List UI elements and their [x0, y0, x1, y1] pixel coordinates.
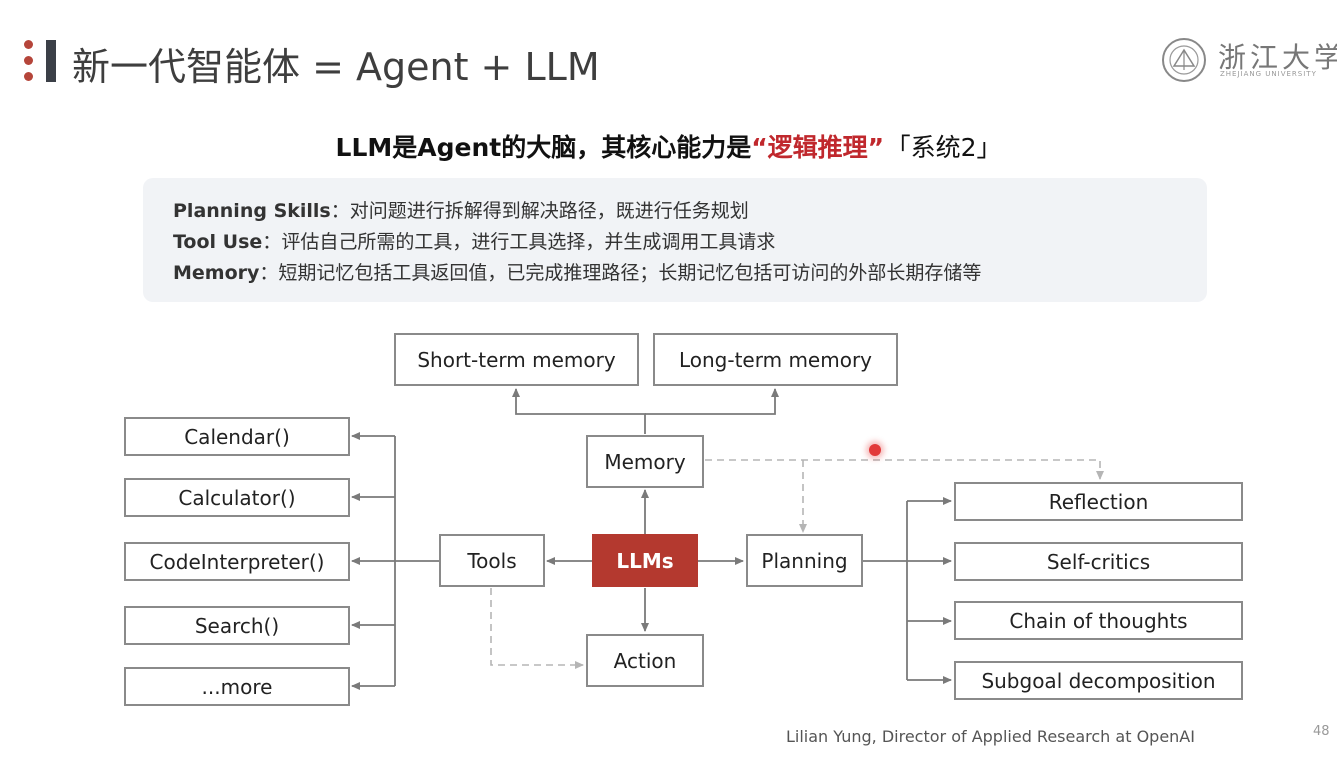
edge-memory-short [512, 388, 646, 434]
header-accent-mark [22, 40, 62, 82]
info-key: Memory [173, 262, 260, 284]
node-plan-reflection: Reflection [954, 482, 1243, 521]
node-tool-search: Search() [124, 606, 350, 645]
subtitle-system: 「系统2」 [898, 133, 1002, 162]
node-plan-chain-of-thoughts: Chain of thoughts [954, 601, 1243, 640]
node-tool-calendar: Calendar() [124, 417, 350, 456]
info-line-memory: Memory：短期记忆包括工具返回值，已完成推理路径；长期记忆包括可访问的外部长… [173, 258, 981, 285]
info-text: 对问题进行拆解得到解决路径，既进行任务规划 [349, 200, 749, 222]
node-short-term-memory: Short-term memory [394, 333, 639, 386]
node-planning: Planning [746, 534, 863, 587]
page-number: 48 [1313, 724, 1330, 739]
node-plan-subgoal: Subgoal decomposition [954, 661, 1243, 700]
node-plan-selfcritics: Self-critics [954, 542, 1243, 581]
logo-text: 浙江大学 [1218, 41, 1337, 74]
node-memory: Memory [586, 435, 704, 488]
info-sep: ： [259, 262, 279, 284]
info-sep: ： [330, 200, 350, 222]
node-llms: LLMs [592, 534, 698, 587]
node-action: Action [586, 634, 704, 687]
subtitle-highlight: “逻辑推理” [751, 133, 885, 162]
node-tools: Tools [439, 534, 545, 587]
university-logo: 浙江大学 ZHEJIANG UNIVERSITY [1160, 36, 1337, 84]
slide-subtitle: LLM是Agent的大脑，其核心能力是“逻辑推理” 「系统2」 [0, 128, 1337, 164]
info-key: Tool Use [173, 231, 263, 253]
source-note: Lilian Yung, Director of Applied Researc… [786, 727, 1195, 746]
info-key: Planning Skills [173, 200, 331, 222]
accent-dot [24, 72, 33, 81]
node-tool-calculator: Calculator() [124, 478, 350, 517]
logo-subtext: ZHEJIANG UNIVERSITY [1220, 70, 1317, 78]
info-sep: ： [262, 231, 282, 253]
accent-bar [46, 40, 56, 82]
info-line-tool-use: Tool Use：评估自己所需的工具，进行工具选择，并生成调用工具请求 [173, 227, 775, 254]
info-text: 评估自己所需的工具，进行工具选择，并生成调用工具请求 [281, 231, 776, 253]
node-tool-more: ...more [124, 667, 350, 706]
edge-memory-reflection-dashed [705, 459, 1104, 480]
info-text: 短期记忆包括工具返回值，已完成推理路径；长期记忆包括可访问的外部长期存储等 [278, 262, 982, 284]
edge-tools-action-dashed [490, 588, 584, 669]
node-long-term-memory: Long-term memory [653, 333, 898, 386]
accent-dot [24, 56, 33, 65]
edge-memory-long [645, 388, 779, 415]
pointer-dot [869, 444, 881, 456]
university-seal-icon [1162, 38, 1206, 82]
info-line-planning: Planning Skills：对问题进行拆解得到解决路径，既进行任务规划 [173, 196, 749, 223]
slide-title: 新一代智能体 = Agent + LLM [72, 45, 600, 89]
node-tool-codeinterpreter: CodeInterpreter() [124, 542, 350, 581]
accent-dot [24, 40, 33, 49]
subtitle-main: LLM是Agent的大脑，其核心能力是 [335, 133, 752, 162]
info-box: Planning Skills：对问题进行拆解得到解决路径，既进行任务规划 To… [143, 178, 1207, 302]
